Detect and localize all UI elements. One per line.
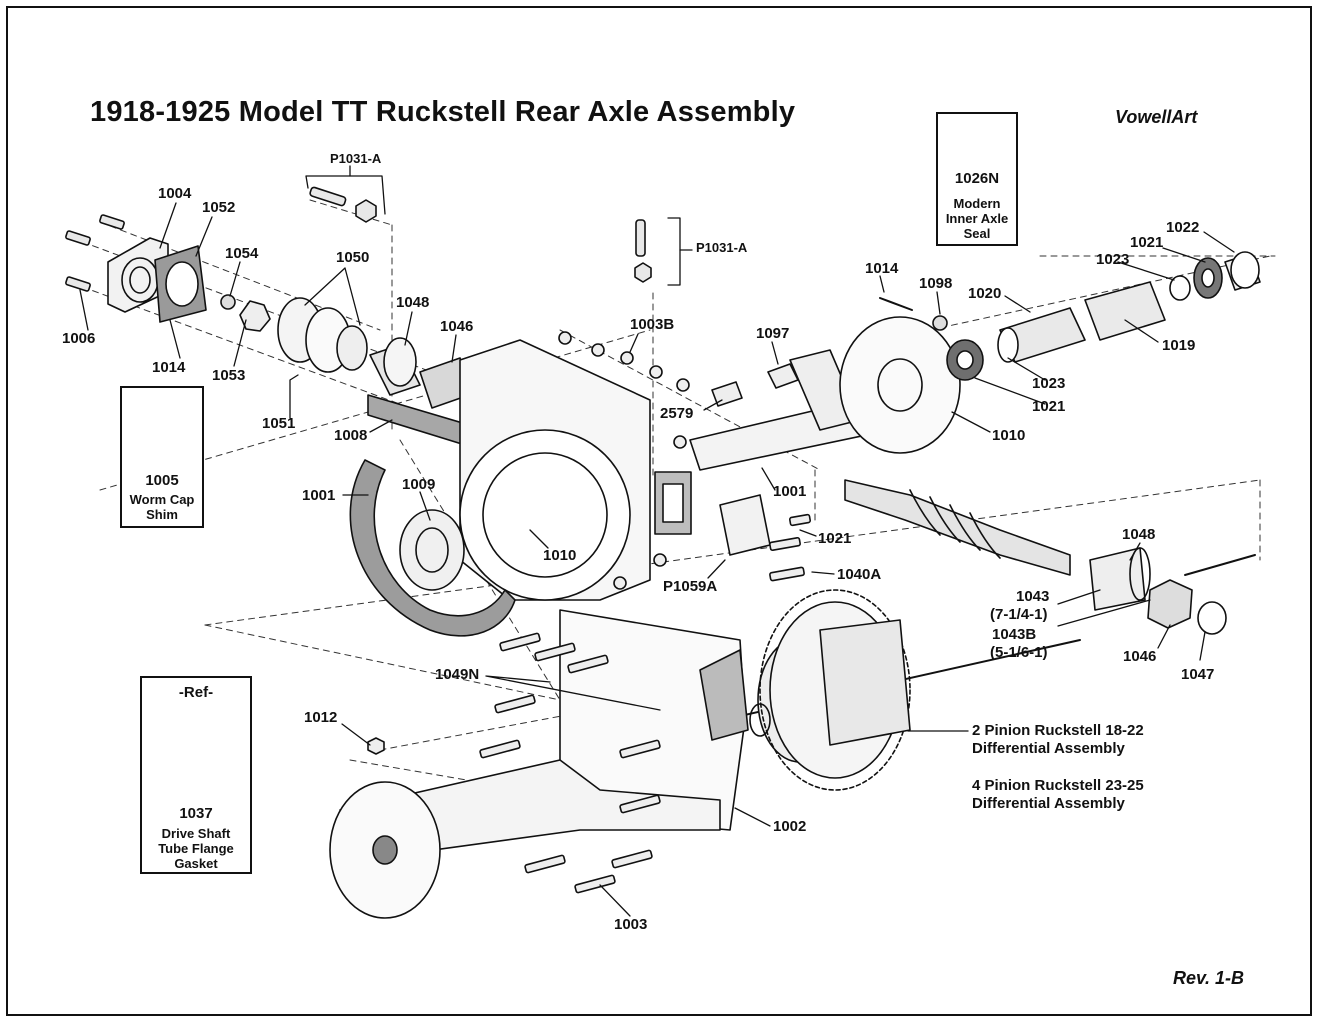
gasket-desc-line2: Tube Flange [158, 841, 234, 856]
gasket-ref-label: -Ref- [178, 684, 214, 701]
callout-1021-low: 1021 [818, 530, 852, 547]
callout-1040a: 1040A [837, 566, 882, 583]
callout-1002: 1002 [773, 818, 807, 835]
leader-lines [79, 165, 1235, 917]
callout-p1031a-top: P1031-A [330, 151, 382, 166]
callout-1001-left: 1001 [302, 487, 336, 504]
callout-1009: 1009 [402, 476, 436, 493]
callout-1019: 1019 [1162, 337, 1196, 354]
callout-1010-right: 1010 [992, 427, 1026, 444]
callout-1023-top: 1023 [1096, 251, 1130, 268]
callout-1001-right: 1001 [773, 483, 807, 500]
callout-1006: 1006 [62, 330, 96, 347]
callout-1054: 1054 [225, 245, 259, 262]
callout-1098: 1098 [919, 275, 953, 292]
callout-1023-mid: 1023 [1032, 375, 1066, 392]
callout-1004: 1004 [158, 185, 192, 202]
seal-desc-line1: Modern [953, 196, 1001, 211]
shim-callout-box: 1005 Worm Cap Shim [120, 386, 204, 528]
fittings [558, 331, 812, 590]
callout-1014-right: 1014 [865, 260, 899, 277]
callout-1003b: 1003B [630, 316, 675, 333]
callout-1046-top: 1046 [440, 318, 474, 335]
callout-1051: 1051 [262, 415, 296, 432]
seal-desc-line3: Seal [963, 226, 991, 241]
callout-1022: 1022 [1166, 219, 1200, 236]
diagram-title: 1918-1925 Model TT Ruckstell Rear Axle A… [90, 96, 796, 128]
center-housing [349, 339, 692, 637]
sheet-border [6, 6, 1312, 1016]
callout-1043b: 1043B [992, 626, 1037, 643]
worm-shaft [844, 479, 1256, 635]
callout-1047: 1047 [1181, 666, 1215, 683]
diff-2pinion-line2: Differential Assembly [972, 740, 1125, 757]
callout-1021-mid: 1021 [1032, 398, 1066, 415]
diff-4pinion-line2: Differential Assembly [972, 795, 1125, 812]
callout-1049n: 1049N [435, 666, 480, 683]
gasket-part-number: 1037 [179, 805, 213, 822]
gasket-callout-box: -Ref- 1037 Drive Shaft Tube Flange Gaske… [140, 676, 252, 874]
brand-signature: VowellArt [1115, 107, 1198, 127]
callout-p1031a-right: P1031-A [696, 240, 748, 255]
callout-1021-top: 1021 [1130, 234, 1164, 251]
callout-1097: 1097 [756, 325, 790, 342]
callout-1048-top: 1048 [396, 294, 430, 311]
shim-part-number: 1005 [145, 472, 179, 489]
callout-1043b-ratio: (5-1/6-1) [990, 644, 1048, 661]
callout-1048-right: 1048 [1122, 526, 1156, 543]
callout-1052: 1052 [202, 199, 236, 216]
revision-label: Rev. 1-B [1173, 968, 1245, 988]
left-bolts [65, 186, 652, 292]
gasket-desc-line3: Gasket [174, 856, 218, 871]
callout-1003: 1003 [614, 916, 648, 933]
gasket-desc-line1: Drive Shaft [161, 826, 231, 841]
callout-1014-left: 1014 [152, 359, 186, 376]
callout-2579: 2579 [660, 405, 694, 422]
seal-callout-box: 1026N Modern Inner Axle Seal [936, 112, 1018, 246]
diff-4pinion-line1: 4 Pinion Ruckstell 23-25 [972, 777, 1144, 794]
callout-1020: 1020 [968, 285, 1002, 302]
callout-1010-center: 1010 [543, 547, 577, 564]
callout-1053: 1053 [212, 367, 246, 384]
callout-1012: 1012 [304, 709, 338, 726]
callout-p1059a: P1059A [663, 578, 718, 595]
right-axle-tube [689, 251, 1261, 471]
diff-2pinion-line1: 2 Pinion Ruckstell 18-22 [972, 722, 1144, 739]
seal-part-number: 1026N [954, 170, 1000, 187]
callout-1043: 1043 [1016, 588, 1050, 605]
callout-1008: 1008 [334, 427, 368, 444]
callout-1050: 1050 [336, 249, 370, 266]
lower-housing [329, 609, 749, 919]
callout-1046-right: 1046 [1123, 648, 1157, 665]
shim-desc-line1: Worm Cap [129, 492, 195, 507]
differential-assembly [699, 589, 1081, 791]
seal-desc-line2: Inner Axle [945, 211, 1009, 226]
shim-desc-line2: Shim [146, 507, 178, 522]
callout-1043-ratio: (7-1/4-1) [990, 606, 1048, 623]
